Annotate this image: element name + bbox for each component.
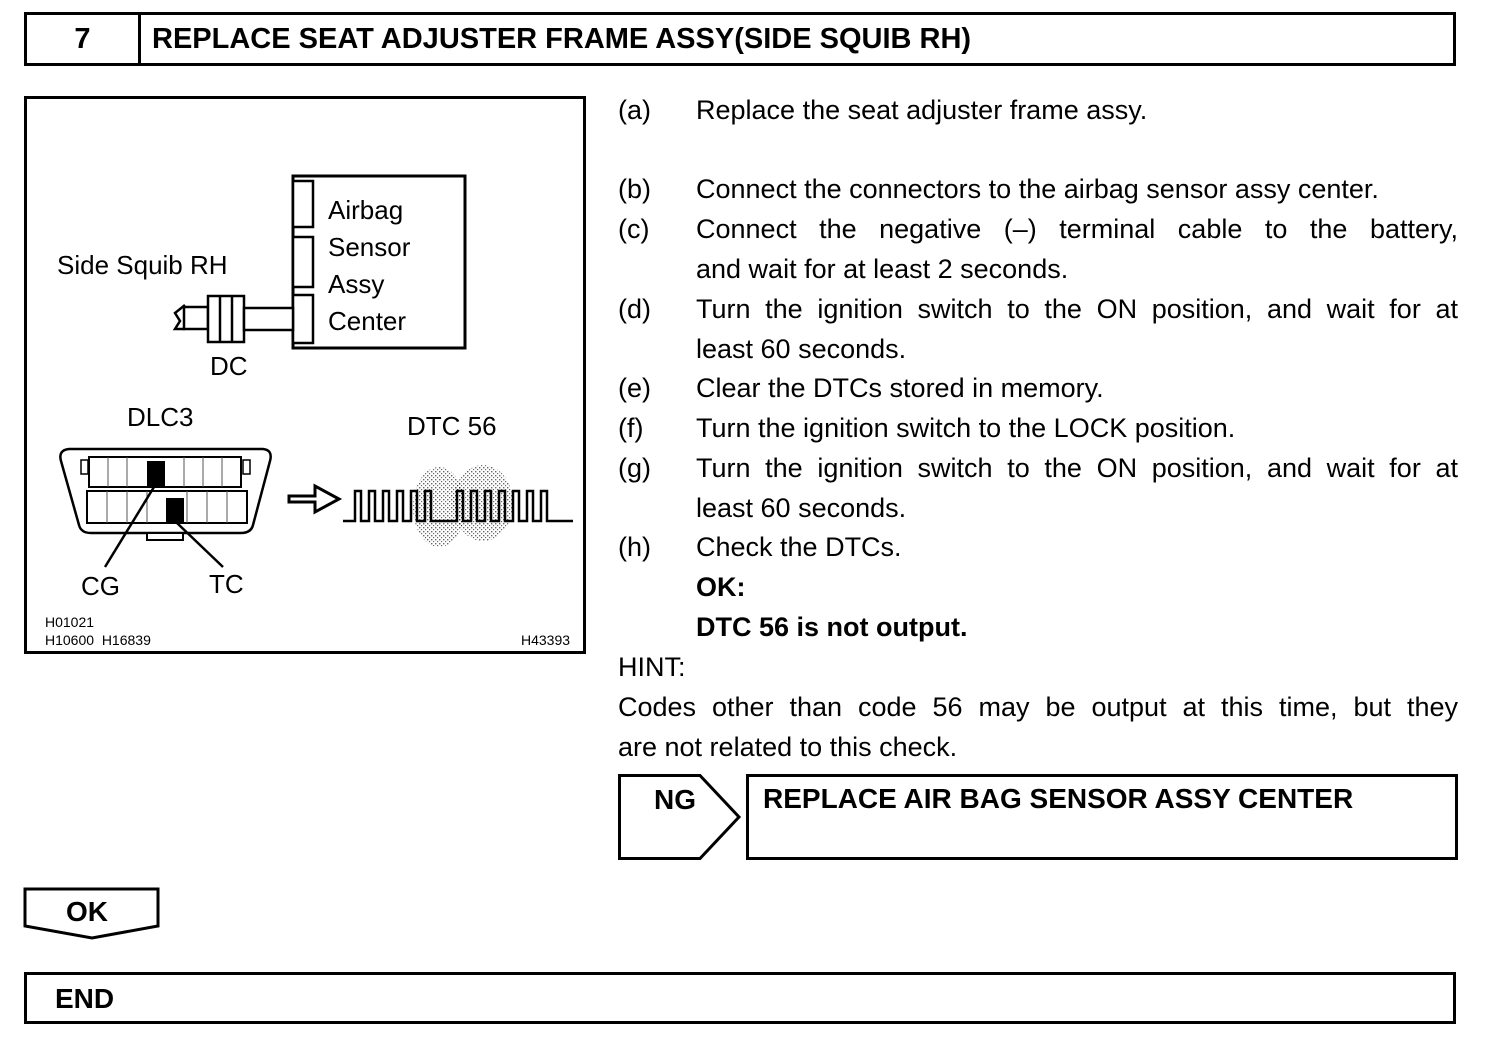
- step-label: (g): [618, 453, 651, 483]
- dlc3-label: DLC3: [127, 402, 193, 432]
- ok-condition-text-value: DTC 56 is not output.: [696, 612, 968, 642]
- dtc-pulse-waveform: [343, 489, 573, 523]
- step-text-continued: least 60 seconds.: [696, 493, 907, 523]
- sensor-label-line3: Assy: [328, 269, 384, 299]
- end-box: END: [24, 972, 1456, 1024]
- step-text: Turn the ignition switch to the LOCK pos…: [696, 413, 1236, 443]
- ng-action-box: REPLACE AIR BAG SENSOR ASSY CENTER: [746, 774, 1458, 860]
- step-label: (e): [618, 373, 651, 403]
- diagram-figure: Airbag Sensor Assy Center Side Squib RH …: [24, 96, 586, 654]
- step-text: Turn the ignition switch to the ON posit…: [696, 294, 1458, 324]
- step-text: Connect the connectors to the airbag sen…: [696, 174, 1379, 204]
- ref-code: H43393: [521, 632, 570, 648]
- wiring-diagram: Airbag Sensor Assy Center Side Squib RH …: [45, 174, 573, 648]
- tc-label: TC: [209, 569, 244, 599]
- hint-line2: are not related to this check.: [618, 732, 958, 762]
- sensor-label-line2: Sensor: [328, 232, 411, 262]
- step-text-continued: and wait for at least 2 seconds.: [696, 254, 1069, 284]
- step-label: (c): [618, 214, 650, 244]
- ref-line2: H10600 H16839: [45, 632, 151, 648]
- tc-terminal: [166, 498, 184, 524]
- step-label: (a): [618, 95, 651, 125]
- ok-condition-label-text: OK:: [696, 572, 746, 602]
- arrow-icon: [287, 483, 343, 515]
- step-label: (h): [618, 532, 651, 562]
- dtc56-label: DTC 56: [407, 411, 497, 441]
- step-number: 7: [27, 15, 141, 63]
- step-text-continued: least 60 seconds.: [696, 334, 907, 364]
- ng-action-text: REPLACE AIR BAG SENSOR ASSY CENTER: [763, 783, 1354, 814]
- step-text: Clear the DTCs stored in memory.: [696, 373, 1104, 403]
- cg-label: CG: [81, 571, 120, 601]
- cg-terminal: [147, 461, 165, 487]
- step-text: Turn the ignition switch to the ON posit…: [696, 453, 1458, 483]
- step-title: REPLACE SEAT ADJUSTER FRAME ASSY(SIDE SQ…: [152, 23, 972, 55]
- step-text: Connect the negative (–) terminal cable …: [696, 214, 1458, 244]
- step-label: (b): [618, 174, 651, 204]
- dc-connector: [206, 294, 246, 344]
- sensor-label-line4: Center: [328, 306, 406, 336]
- sensor-label-line1: Airbag: [328, 195, 403, 225]
- step-label: (f): [618, 413, 644, 443]
- side-squib-label: Side Squib RH: [57, 250, 228, 280]
- ref-line1: H01021: [45, 614, 94, 630]
- ok-arrow-shape: [23, 887, 160, 940]
- dc-label: DC: [210, 351, 248, 381]
- hint-line1: Codes other than code 56 may be output a…: [618, 692, 1458, 722]
- step-header: 7 REPLACE SEAT ADJUSTER FRAME ASSY(SIDE …: [24, 12, 1456, 66]
- hint-label: HINT:: [618, 652, 686, 682]
- ok-label: OK: [66, 896, 108, 927]
- end-label: END: [55, 983, 115, 1014]
- step-label: (d): [618, 294, 651, 324]
- step-text: Replace the seat adjuster frame assy.: [696, 95, 1148, 125]
- ng-arrow-shape: [618, 774, 742, 860]
- ng-label: NG: [654, 784, 696, 815]
- step-text: Check the DTCs.: [696, 532, 902, 562]
